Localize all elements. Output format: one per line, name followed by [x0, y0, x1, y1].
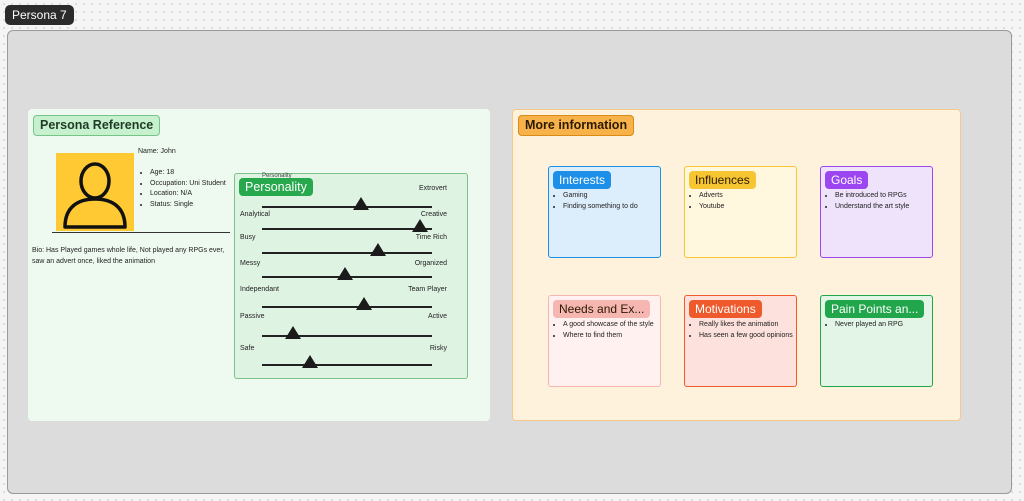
slider-left-label: Independant: [240, 286, 279, 293]
info-card-list: A good showcase of the styleWhere to fin…: [553, 320, 663, 341]
slider-right-label: Time Rich: [415, 234, 447, 241]
info-card-list: Be introduced to RPGsUnderstand the art …: [825, 191, 935, 212]
info-card-list: GamingFinding something to do: [553, 191, 663, 212]
slider-left-label: Analytical: [240, 211, 270, 218]
slider-thumb[interactable]: [352, 197, 369, 210]
slider-right-label: Organized: [414, 260, 447, 267]
slider-right-label: Risky: [429, 345, 447, 352]
more-information-label: More information: [518, 115, 635, 136]
slider-track[interactable]: [262, 364, 432, 366]
user-icon: [63, 162, 127, 229]
info-card-title: Goals: [825, 171, 869, 189]
info-card-title: Interests: [553, 171, 612, 189]
info-card-list: AdvertsYoutube: [689, 191, 799, 212]
info-card-list: Really likes the animationHas seen a few…: [689, 320, 799, 341]
slider-thumb[interactable]: [369, 243, 386, 256]
info-card-item: Has seen a few good opinions: [699, 331, 799, 342]
slider-thumb[interactable]: [337, 267, 354, 280]
slider-left-label: Messy: [240, 260, 261, 267]
persona-reference-label: Persona Reference: [33, 115, 161, 136]
info-card-title: Needs and Ex...: [553, 300, 651, 318]
personality-ghost-text: Personality: [262, 173, 292, 179]
info-card-item: Never played an RPG: [835, 320, 935, 331]
info-card-title: Motivations: [689, 300, 762, 318]
slider-right-label: Extrovert: [418, 185, 447, 192]
slider-thumb[interactable]: [284, 326, 301, 339]
slider-thumb[interactable]: [356, 297, 372, 310]
slider-right-label: Creative: [420, 211, 447, 218]
info-card-item: Understand the art style: [835, 202, 935, 213]
info-card-item: Adverts: [699, 191, 799, 202]
detail-occupation: Occupation: Uni Student: [150, 179, 226, 190]
slider-left-label: Busy: [240, 234, 256, 241]
slider-left-label: Safe: [240, 345, 255, 352]
slider-thumb[interactable]: [301, 355, 318, 368]
slider-thumb[interactable]: [412, 219, 429, 232]
avatar: [56, 153, 134, 231]
info-card-item: Finding something to do: [563, 202, 663, 213]
persona-bio: Bio: Has Played games whole life, Not pl…: [32, 247, 225, 265]
info-card-item: A good showcase of the style: [563, 320, 663, 331]
slider-track[interactable]: [262, 335, 432, 337]
persona-details: Age: 18 Occupation: Uni Student Location…: [140, 168, 226, 210]
detail-location: Location: N/A: [150, 189, 226, 200]
slider-track[interactable]: [262, 206, 432, 208]
slider-right-label: Team Player: [408, 286, 447, 293]
info-card-title: Influences: [689, 171, 756, 189]
slider-right-label: Active: [427, 313, 447, 320]
info-card-list: Never played an RPG: [825, 320, 935, 331]
slider-track[interactable]: [262, 306, 432, 308]
detail-age: Age: 18: [150, 168, 226, 179]
persona-name: Name: John: [138, 148, 176, 155]
slider-left-label: Passive: [240, 313, 265, 320]
info-card-item: Be introduced to RPGs: [835, 191, 935, 202]
detail-status: Status: Single: [150, 200, 226, 211]
divider: [52, 232, 230, 233]
info-card-title: Pain Points an...: [825, 300, 925, 318]
personality-label: Personality: [239, 178, 313, 196]
info-card-item: Gaming: [563, 191, 663, 202]
frame-tag[interactable]: Persona 7: [5, 5, 74, 25]
slider-track[interactable]: [262, 228, 432, 230]
info-card-item: Youtube: [699, 202, 799, 213]
info-card-item: Where to find them: [563, 331, 663, 342]
slider-track[interactable]: [262, 252, 432, 254]
info-card-item: Really likes the animation: [699, 320, 799, 331]
